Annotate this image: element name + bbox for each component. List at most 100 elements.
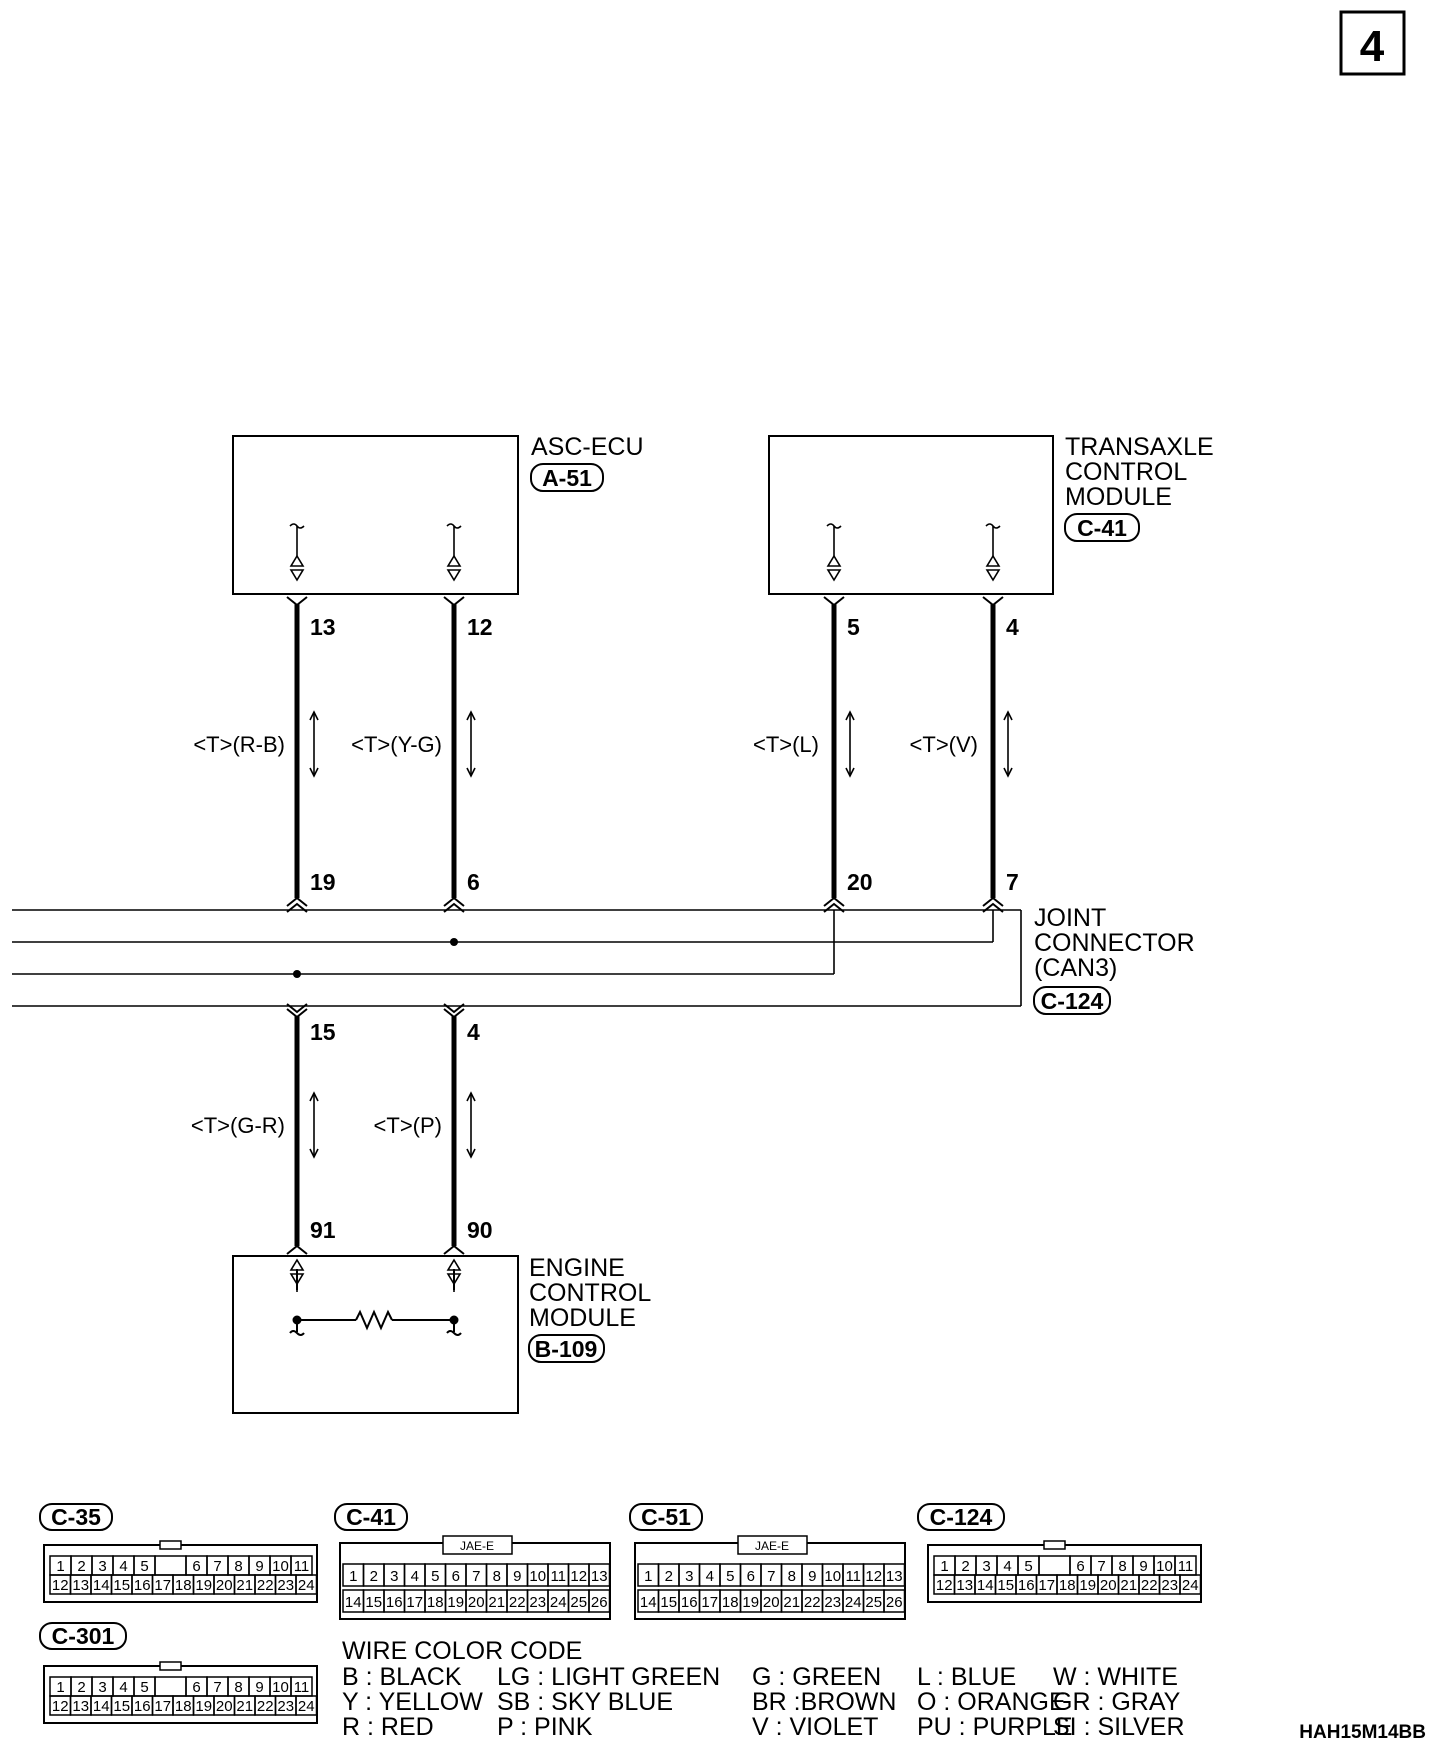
tcm-block: TRANSAXLE CONTROL MODULE C-41 (768, 433, 1214, 595)
pin-label: 7 (1097, 1558, 1105, 1575)
wire-color-label: <T>(G-R) (191, 1113, 285, 1138)
pin-label: 23 (529, 1594, 546, 1611)
pin-label: 18 (1059, 1577, 1076, 1594)
pin-label: 14 (345, 1594, 362, 1611)
connector-chevron-icon (982, 596, 1004, 607)
joint-connector-tag: C-124 (1033, 986, 1111, 1015)
pin-label: 10 (1156, 1558, 1173, 1575)
connector-chevron-icon (823, 902, 845, 913)
ecm-name-line-1: ENGINE (529, 1254, 625, 1282)
pin-label: 24 (298, 1698, 315, 1715)
pin-number-top: 5 (847, 614, 860, 640)
tcm-name-line-1: TRANSAXLE (1065, 433, 1214, 461)
pin-label: 18 (175, 1577, 192, 1594)
pin-label: 15 (660, 1594, 677, 1611)
pin-label: 13 (72, 1698, 89, 1715)
pin-label: 14 (977, 1577, 994, 1594)
pin-label: 20 (468, 1594, 485, 1611)
pin-label: 24 (845, 1594, 862, 1611)
legend-item: B : BLACK (342, 1663, 462, 1691)
pin-label: 11 (845, 1568, 861, 1585)
can-bus-lines (12, 909, 1022, 1007)
pin-number-top: 15 (310, 1019, 336, 1045)
pin-label: 25 (570, 1594, 587, 1611)
pin-label: 12 (52, 1577, 69, 1594)
pin-label: 7 (767, 1568, 775, 1585)
tcm-name-line-2: CONTROL (1065, 458, 1187, 486)
internal-terminal-icon (446, 523, 462, 582)
legend-item: O : ORANGE (917, 1688, 1066, 1716)
jae-label: JAE-E (755, 1539, 789, 1553)
pin-label: 4 (706, 1568, 714, 1585)
pin-label: 4 (1003, 1558, 1011, 1575)
pin-label: 13 (956, 1577, 973, 1594)
pin-label: 6 (452, 1568, 460, 1585)
pin-label: 18 (427, 1594, 444, 1611)
connector-chevron-icon (286, 1244, 308, 1255)
pin-label: 10 (529, 1568, 546, 1585)
pin-label: 11 (1178, 1558, 1194, 1575)
pin-label: 1 (56, 1558, 64, 1575)
connector-chevron-icon (982, 896, 1004, 907)
pin-label: 6 (192, 1679, 200, 1696)
ecm-name-line-2: CONTROL (529, 1279, 651, 1307)
pin-label: 12 (936, 1577, 953, 1594)
legend-item: R : RED (342, 1713, 434, 1741)
connector-chevron-icon (286, 902, 308, 913)
ecm-connector-tag: B-109 (528, 1334, 605, 1363)
connector-view-label: C-35 (51, 1504, 101, 1530)
pin-label: 26 (886, 1594, 903, 1611)
ecm-name-line-3: MODULE (529, 1304, 636, 1332)
legend-item: V : VIOLET (752, 1713, 878, 1741)
pin-label: 3 (390, 1568, 398, 1585)
legend-item: P : PINK (497, 1713, 593, 1741)
pin-label: 19 (195, 1698, 212, 1715)
pin-label: 5 (140, 1558, 148, 1575)
pin-label: 10 (824, 1568, 841, 1585)
pin-label: 15 (113, 1698, 130, 1715)
bidirectional-arrow-icon (309, 1091, 319, 1159)
pin-label: 23 (277, 1698, 294, 1715)
pin-label: 1 (644, 1568, 652, 1585)
pin-label: 21 (1120, 1577, 1137, 1594)
legend-item: L : BLUE (917, 1663, 1016, 1691)
pin-label: 8 (234, 1679, 242, 1696)
wire-color-label: <T>(V) (910, 732, 978, 757)
legend-item: PU : PURPLE (917, 1713, 1073, 1741)
pin-label: 17 (154, 1577, 171, 1594)
connector-chevron-icon (443, 896, 465, 907)
jae-label: JAE-E (460, 1539, 494, 1553)
pin-label: 5 (726, 1568, 734, 1585)
pin-label: 8 (1118, 1558, 1126, 1575)
pin-label: 16 (1018, 1577, 1035, 1594)
pin-label: 6 (192, 1558, 200, 1575)
pin-label: 17 (406, 1594, 423, 1611)
asc-ecu-name-line: ASC-ECU (531, 433, 644, 461)
pin-label: 4 (119, 1679, 127, 1696)
pin-label: 7 (213, 1558, 221, 1575)
legend-item: BR :BROWN (752, 1688, 896, 1716)
pin-label: 1 (349, 1568, 357, 1585)
pin-label: 13 (886, 1568, 903, 1585)
pin-label: 26 (591, 1594, 608, 1611)
bidirectional-arrow-icon (466, 1091, 476, 1159)
pin-label: 23 (1161, 1577, 1178, 1594)
pin-label: 15 (113, 1577, 130, 1594)
pin-label: 9 (255, 1679, 263, 1696)
pin-label: 12 (52, 1698, 69, 1715)
pin-label: 3 (98, 1679, 106, 1696)
pin-label: 16 (134, 1577, 151, 1594)
pin-label: 22 (257, 1577, 274, 1594)
connector-view-label: C-51 (641, 1504, 691, 1530)
pin-number-bottom: 90 (467, 1217, 493, 1243)
wires-layer: 1319<T>(R-B)126<T>(Y-G)520<T>(L)47<T>(V)… (191, 523, 1019, 1292)
pin-label: 16 (134, 1698, 151, 1715)
legend-item: W : WHITE (1053, 1663, 1178, 1691)
connector-chevron-icon (823, 896, 845, 907)
pin-label: 20 (1100, 1577, 1117, 1594)
pin-label: 6 (747, 1568, 755, 1585)
